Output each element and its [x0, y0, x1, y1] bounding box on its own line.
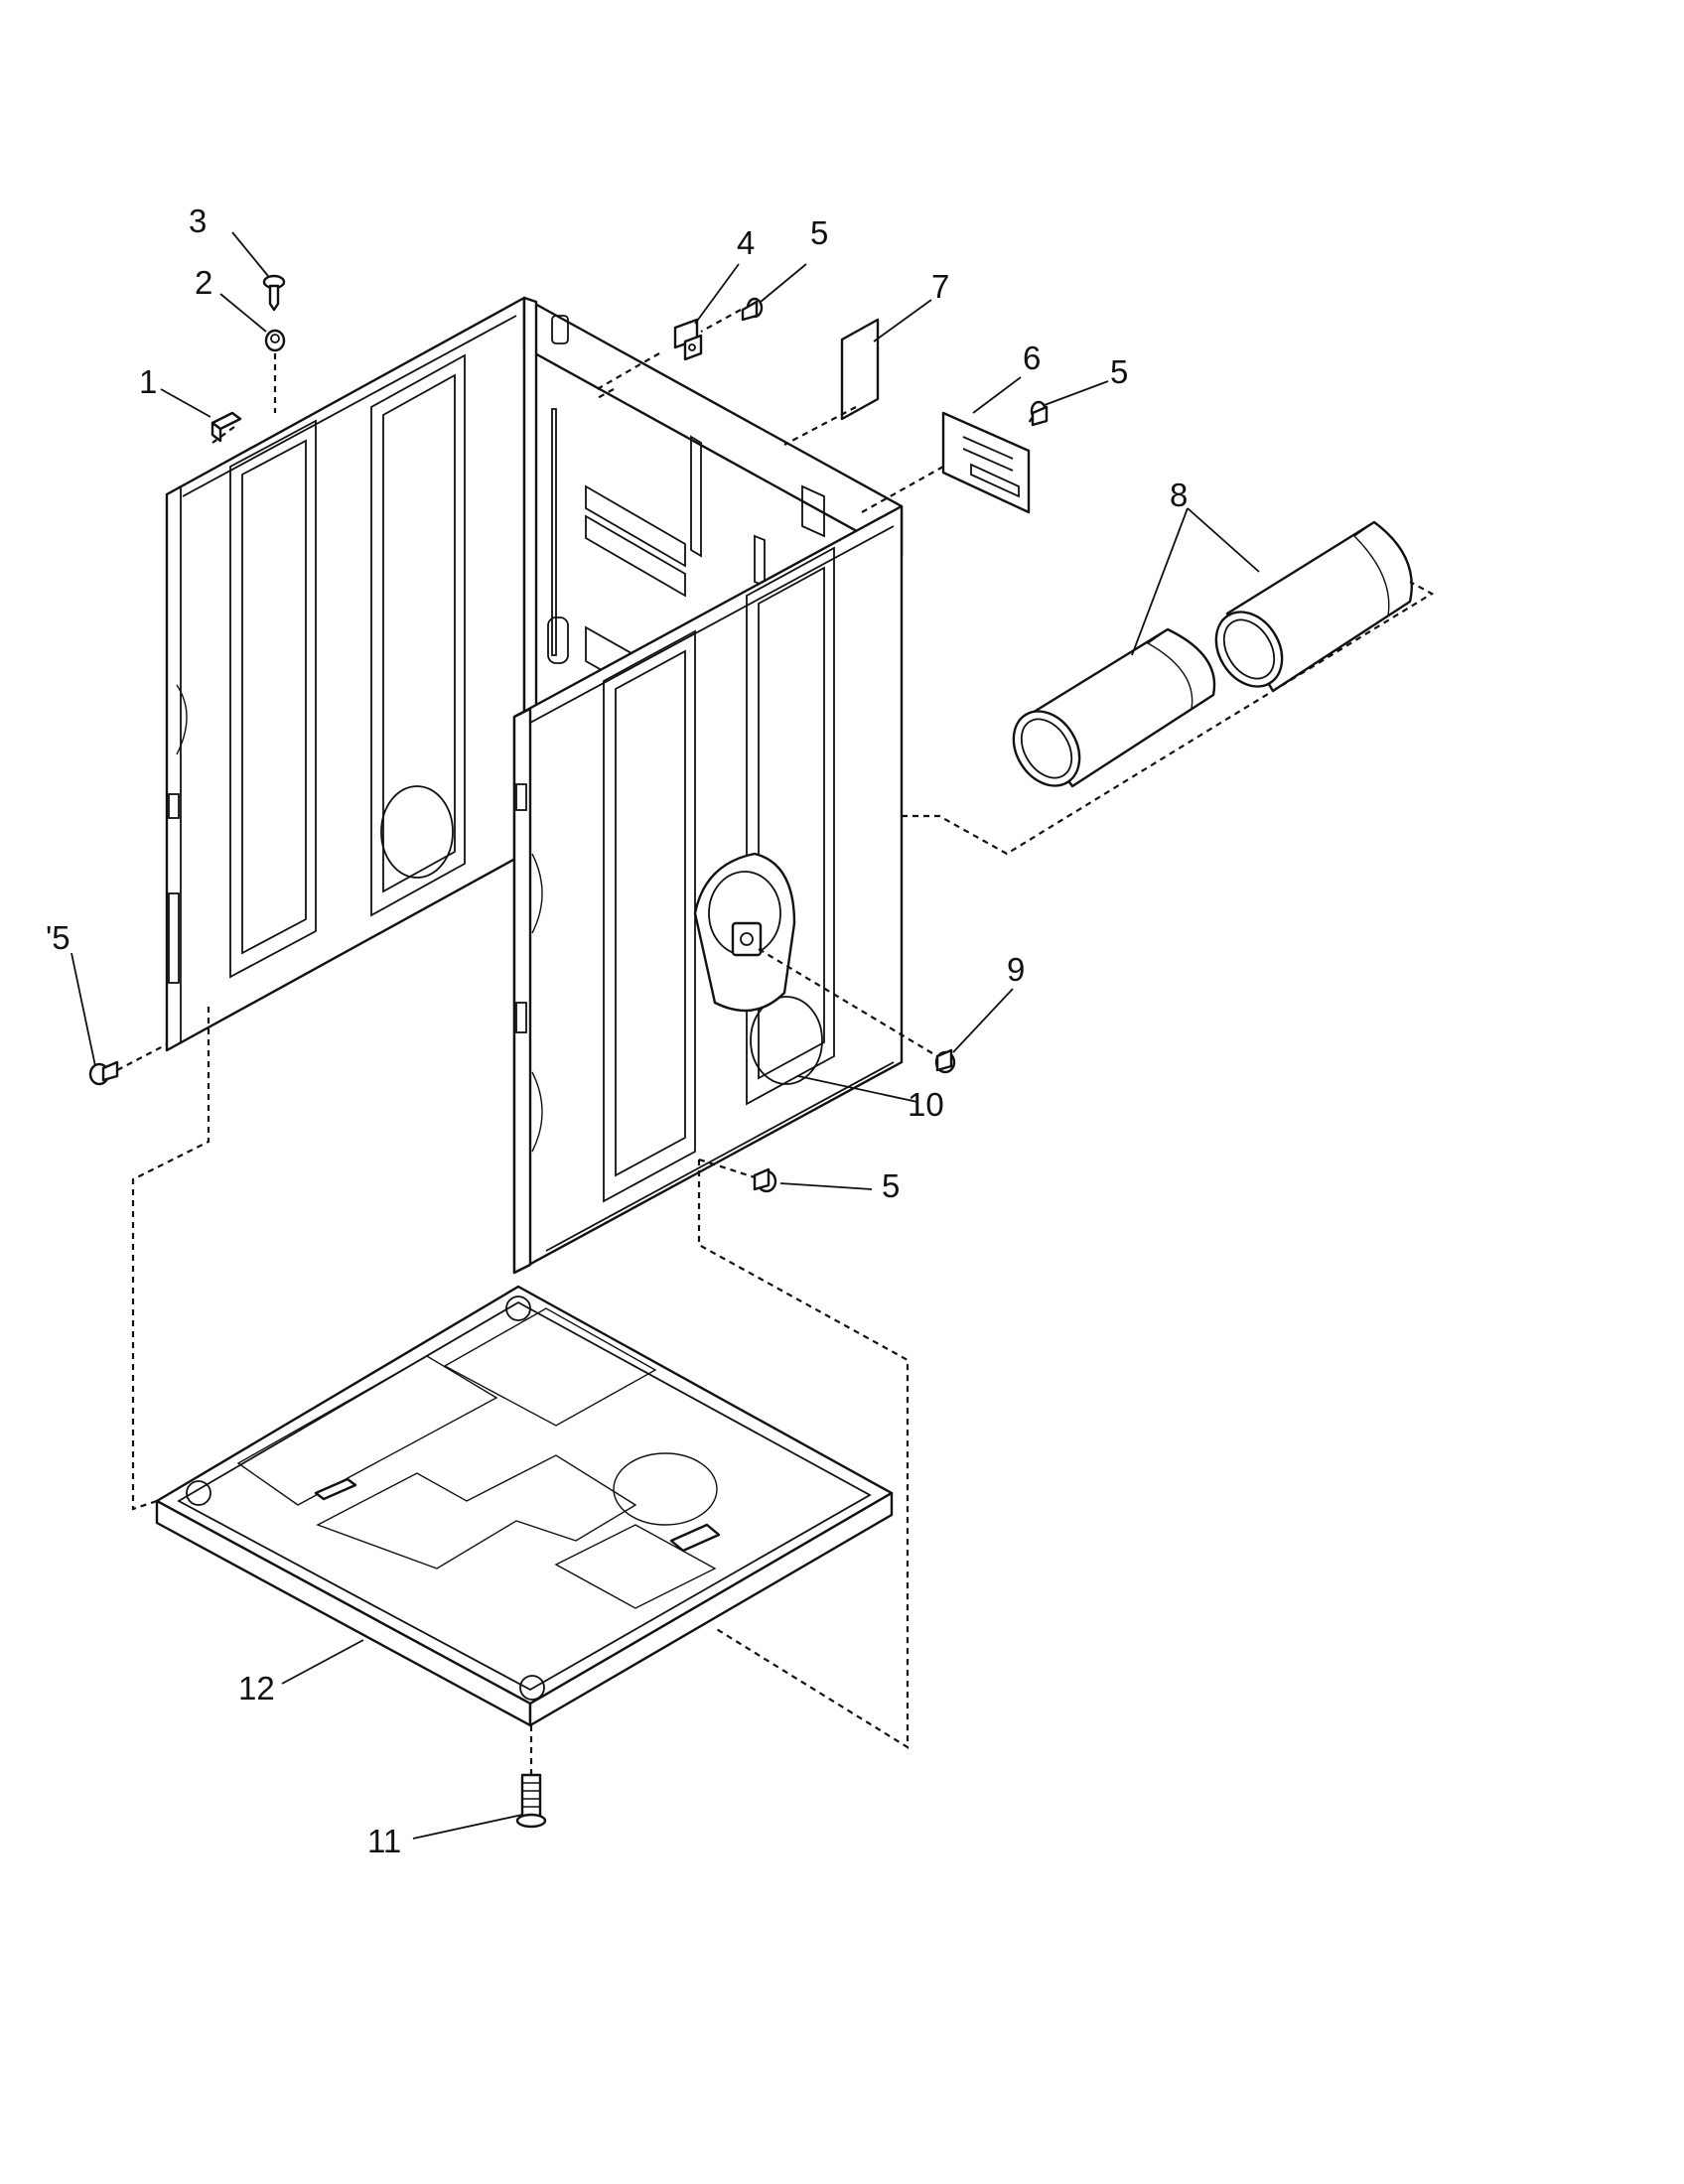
callout-10: 10	[908, 1086, 944, 1123]
part-5-screw-bottom	[753, 1167, 777, 1193]
callout-3: 3	[189, 203, 207, 239]
door-latch-assembly	[693, 852, 796, 1013]
part-6-vent-cover	[941, 411, 1031, 514]
part-7-label-plate	[840, 318, 880, 421]
callout-2: 2	[195, 264, 212, 301]
part-5-screw-top	[741, 297, 764, 322]
callout-7: 7	[931, 268, 949, 305]
cabinet-left-side-panel	[165, 296, 526, 1052]
callout-5-top: 5	[810, 214, 828, 251]
leader-lines	[70, 231, 1260, 1840]
part-5-screw-left	[88, 1060, 119, 1086]
callout-9: 9	[1007, 951, 1025, 988]
part-2-grommet	[264, 329, 286, 352]
part-8-exhaust-duct-front	[1012, 627, 1216, 788]
part-4-bracket	[673, 318, 703, 361]
part-9-screw	[934, 1048, 956, 1074]
callout-1: 1	[139, 363, 157, 400]
part-5-screw-right	[1030, 400, 1049, 427]
alignment-lines	[116, 309, 1435, 1775]
callout-labels: 1 2 3 4 5 7 6 5 8 '5 9 10 5 12 11	[46, 203, 1188, 1859]
part-1-clip	[210, 411, 242, 443]
callout-5-left: '5	[46, 919, 70, 956]
callout-12: 12	[238, 1670, 275, 1706]
callout-4: 4	[737, 224, 755, 261]
callout-11: 11	[367, 1823, 401, 1859]
callout-8: 8	[1170, 477, 1188, 513]
part-12-base-pan	[155, 1285, 894, 1727]
part-11-leveling-leg	[515, 1773, 547, 1829]
part-8-exhaust-duct-rear	[1214, 520, 1413, 693]
part-3-screw	[262, 274, 286, 312]
callout-5-right: 5	[1110, 353, 1128, 390]
callout-6: 6	[1023, 340, 1041, 376]
callout-5-bottom: 5	[882, 1167, 900, 1204]
